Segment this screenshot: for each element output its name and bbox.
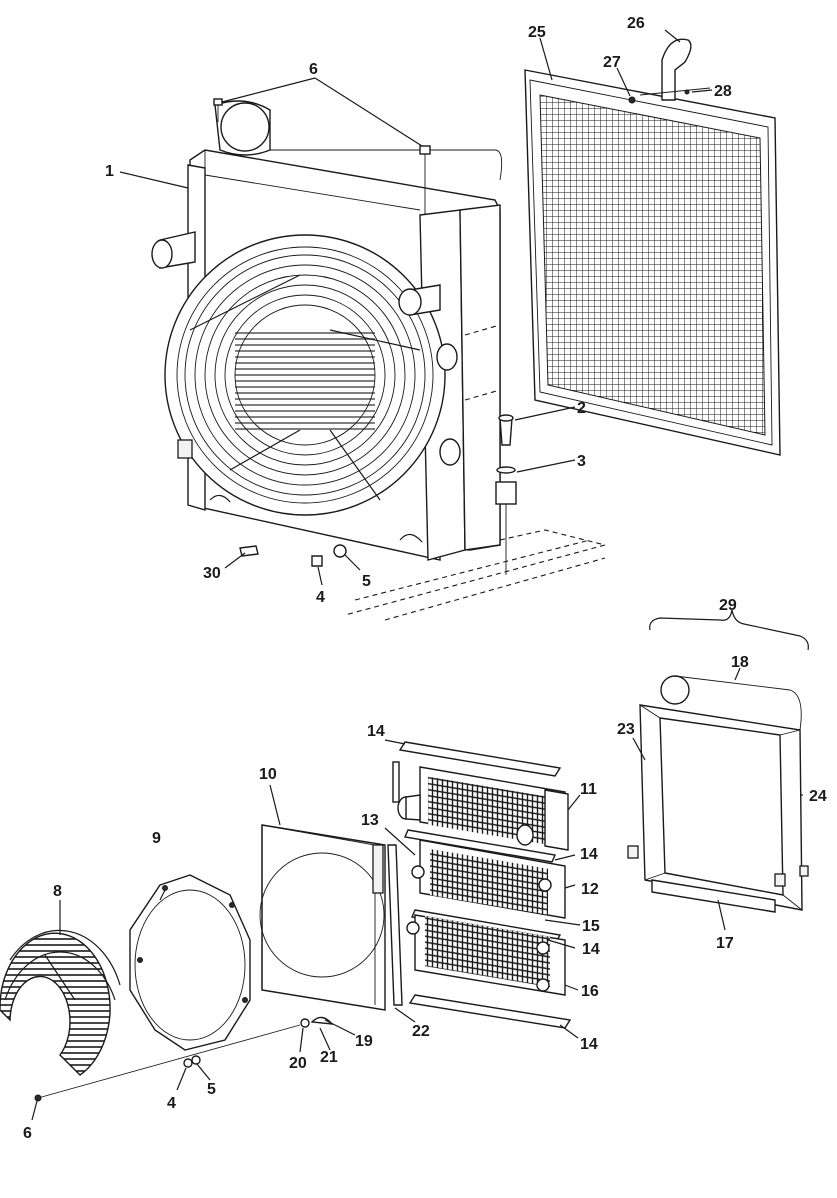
radiator-assembly-top	[151, 98, 503, 561]
fan-guard-top	[184, 254, 426, 501]
callout-26: 26	[627, 15, 645, 32]
bottom-bolts-top	[239, 544, 347, 567]
callout-14: 14	[580, 1036, 598, 1053]
callout-14: 14	[580, 846, 598, 863]
cooler-core-11	[397, 766, 569, 851]
callout-23: 23	[617, 721, 635, 738]
callout-20: 20	[289, 1055, 307, 1072]
callout-19: 19	[355, 1033, 373, 1050]
callout-6: 6	[23, 1125, 32, 1142]
callout-9: 9	[152, 830, 161, 847]
callout-3: 3	[577, 453, 586, 470]
callout-10: 10	[259, 766, 277, 783]
callout-14: 14	[367, 723, 385, 740]
callout-15: 15	[582, 918, 600, 935]
callout-13: 13	[361, 812, 379, 829]
callout-24: 24	[809, 788, 827, 805]
callout-17: 17	[716, 935, 734, 952]
callout-28: 28	[714, 83, 732, 100]
callout-1: 1	[105, 163, 114, 180]
callout-16: 16	[581, 983, 599, 1000]
callout-25: 25	[528, 24, 546, 41]
callout-18: 18	[731, 654, 749, 671]
callout-27: 27	[603, 54, 621, 71]
fan-guard-8	[0, 929, 121, 1076]
callout-30: 30	[203, 565, 221, 582]
mount-bolt-group	[495, 414, 517, 575]
callout-2: 2	[577, 400, 586, 417]
callout-21: 21	[320, 1049, 338, 1066]
bar-22	[387, 844, 403, 1006]
callout-14: 14	[582, 941, 600, 958]
fan-shroud-10	[259, 824, 386, 1011]
mounting-dash-lines	[344, 324, 608, 621]
callout-5: 5	[362, 573, 371, 590]
callout-6: 6	[309, 61, 318, 78]
callout-5: 5	[207, 1081, 216, 1098]
shroud-ring-9	[129, 874, 251, 1051]
leader-lines	[31, 29, 803, 1121]
callout-29: 29	[719, 597, 737, 614]
callout-labels: 6 26 25 27 28 1 2 3 30 4 5 29 18 23 24 1…	[23, 15, 827, 1142]
callout-22: 22	[412, 1023, 430, 1040]
frame-assembly	[627, 609, 809, 913]
cooler-core-16	[406, 914, 566, 996]
callout-11: 11	[580, 781, 597, 798]
callout-12: 12	[581, 881, 599, 898]
callout-8: 8	[53, 883, 62, 900]
callout-4: 4	[316, 589, 325, 606]
cooler-core-12	[411, 839, 566, 919]
screen-panel	[524, 38, 781, 456]
callout-4: 4	[167, 1095, 176, 1112]
